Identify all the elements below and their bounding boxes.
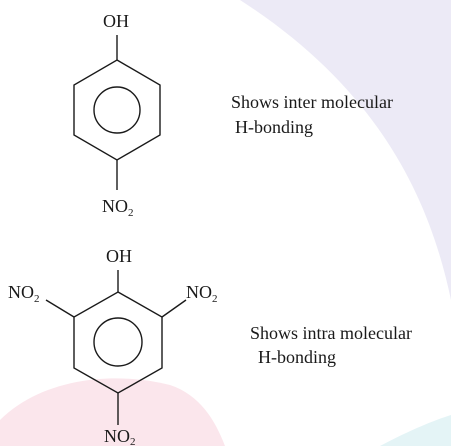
molecule-2-left-no2-label: NO2 [8,282,40,305]
molecule-2-oh-label: OH [106,246,132,266]
molecule-p-nitrophenol: OH NO2 Shows inter molecular H-bonding [73,11,393,219]
watermark-pink-shape [0,378,225,446]
molecule-1-caption-line-2: H-bonding [235,117,313,137]
molecule-1-caption-line-1: Shows inter molecular [231,92,393,112]
molecule-1-no2-label: NO2 [102,196,134,219]
molecule-2-benzene-ring [45,270,187,425]
molecule-picric-acid: OH NO2 NO2 NO2 Shows intra molecular H-b… [8,246,412,446]
molecule-2-right-no2-label: NO2 [186,282,218,305]
watermark-lavender-shape [240,0,451,300]
molecule-2-caption-line-2: H-bonding [258,347,336,367]
watermark-cyan-shape [380,415,451,446]
molecule-2-bottom-no2-label: NO2 [104,426,136,446]
molecule-1-oh-label: OH [103,11,129,31]
molecule-1-benzene-ring [73,35,161,190]
molecule-2-caption-line-1: Shows intra molecular [250,323,412,343]
